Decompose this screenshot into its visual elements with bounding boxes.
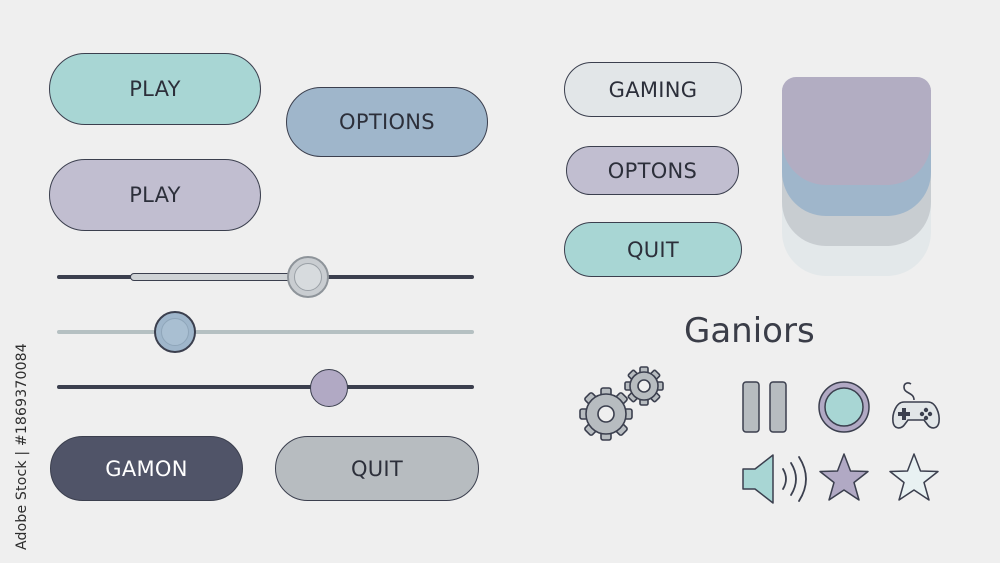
slider-2-track[interactable] [57,330,474,334]
pause-icon[interactable] [741,381,789,433]
slider-3-knob[interactable] [310,369,348,407]
slider-2-knob[interactable] [154,311,196,353]
slider-1-knob[interactable] [287,256,329,298]
watermark-text: Adobe Stock | #1869370084 [14,343,30,550]
options-button[interactable]: OPTIONS [286,87,488,157]
slider-1-fill [130,273,308,281]
gamon-button[interactable]: GAMON [50,436,243,501]
optons-button[interactable]: OPTONS [566,146,739,195]
play-button-lavender[interactable]: PLAY [49,159,261,231]
gamepad-icon[interactable] [890,380,942,432]
heading-title: Ganiors [684,311,815,351]
quit-button-grey[interactable]: QUIT [275,436,479,501]
slider-3-track[interactable] [57,385,474,389]
quit-button-teal[interactable]: QUIT [564,222,742,277]
play-button-teal[interactable]: PLAY [49,53,261,125]
gaming-button[interactable]: GAMING [564,62,742,117]
record-icon[interactable] [817,380,871,434]
card-layer-1 [782,77,931,185]
star-outline-icon[interactable] [887,452,941,504]
speaker-icon[interactable] [741,453,813,505]
star-filled-icon[interactable] [817,452,871,504]
gears-icon[interactable] [578,362,668,444]
